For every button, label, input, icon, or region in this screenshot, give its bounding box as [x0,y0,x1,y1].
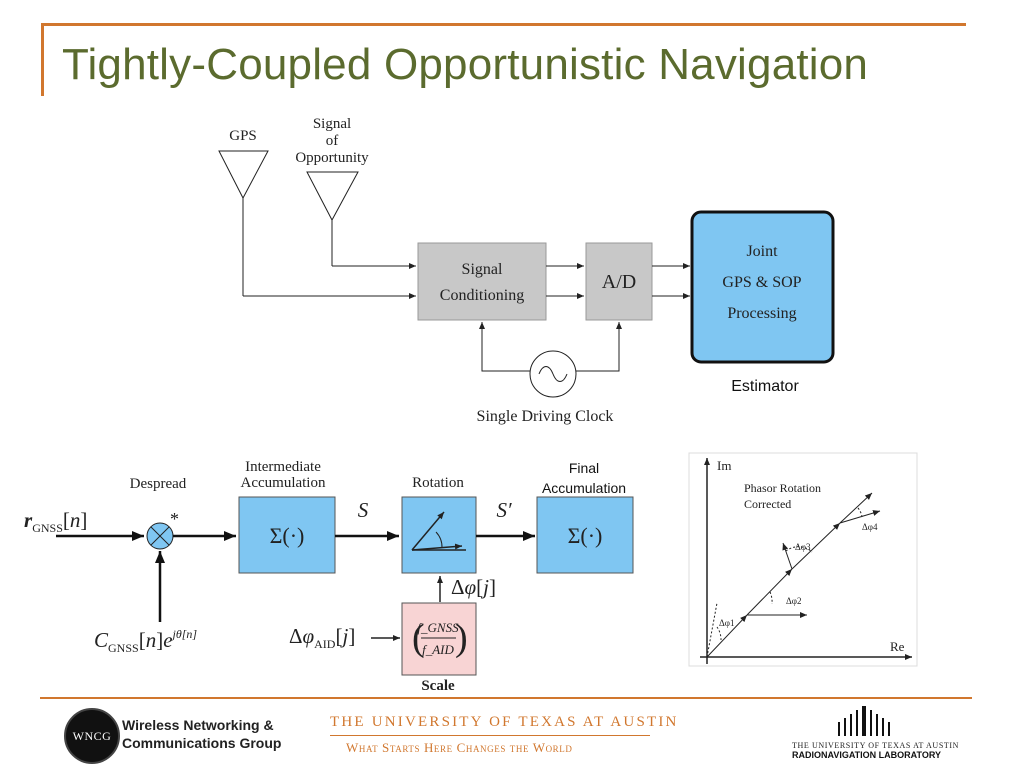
signal-conditioning-line-1: Signal [462,261,503,278]
sop-label-line-3: Opportunity [295,150,369,166]
svg-text:Δφ[j]: Δφ[j] [451,575,496,599]
radionavigation-logo-icon [838,706,890,736]
angle-label-4: Δφ4 [862,522,878,532]
sop-label-line-1: Signal [313,116,351,132]
intermediate-accumulation-block [238,496,336,574]
replica-signal-label: CGNSS[n]ejθ[n] [94,627,197,655]
scale-denominator: f_AID [422,642,454,657]
final-accumulation-block [536,496,634,574]
signal-conditioning-block [417,242,547,321]
phasor-frame [688,452,918,667]
delta-phi-aid-label: ΔφAID[j] [289,624,355,651]
intermediate-sum-symbol: Σ(·) [270,523,305,548]
phasor-title-line-2: Corrected [744,497,791,511]
wncg-name: Wireless Networking & Communications Gro… [122,716,281,752]
slide-title: Tightly-Coupled Opportunistic Navigation [62,40,869,89]
scale-numerator: f_GNSS [417,620,459,635]
ut-austin-name: THE UNIVERSITY OF TEXAS AT AUSTIN [330,714,679,730]
scale-label: Scale [421,678,455,694]
gps-antenna-icon [218,150,269,296]
scale-block [401,602,477,676]
wncg-name-line-1: Wireless Networking & [122,717,274,733]
delta-phi-label: Δφ[j] [451,575,496,599]
final-sum-symbol: Σ(·) [568,523,603,548]
processing-line-2: GPS & SOP [722,274,801,291]
angle-label-3: Δφ3 [795,542,811,552]
title-frame [41,23,966,96]
re-label: Re [890,639,905,654]
svg-text:rGNSS[n]: rGNSS[n] [24,508,87,535]
phasor-title-line-1: Phasor Rotation [744,481,821,495]
intermediate-label-line-2: Accumulation [241,475,326,491]
svg-text:CGNSS[n]ejθ[n]: CGNSS[n]ejθ[n] [94,627,197,655]
processing-line-1: Joint [746,243,778,260]
estimator-label: Estimator [731,378,799,395]
input-signal-label: rGNSS[n] [24,508,87,535]
joint-processing-block [690,210,835,364]
s-prime-label: S′ [496,498,512,522]
wncg-name-line-2: Communications Group [122,735,282,751]
gps-label: GPS [229,128,257,144]
tracking-loop-diagram: rGNSS[n] Despread * CGNSS[n]ejθ[n] Inter… [24,459,634,694]
despread-label: Despread [130,476,187,492]
ut-austin-rule [330,735,650,736]
top-system-diagram: GPS Signal of Opportunity Signal Conditi… [218,116,835,425]
s-label: S [358,498,369,522]
final-label-line-2: Accumulation [542,480,626,496]
phasor-plot: Im Re Phasor Rotation Corrected Δφ1 Δφ2 … [688,452,918,667]
signal-conditioning-line-2: Conditioning [440,287,524,304]
intermediate-label-line-1: Intermediate [245,459,321,475]
sop-antenna-icon [306,171,359,266]
ut-austin-tagline: What Starts Here Changes the World [346,740,573,755]
sop-label-line-2: of [326,133,339,149]
scale-fraction: ( ) f_GNSS f_AID [412,617,468,659]
angle-label-2: Δφ2 [786,596,801,606]
final-label-line-1: Final [569,460,599,476]
oscillator-icon [529,350,577,398]
clock-wiring [479,322,622,372]
phasor-vectors [706,492,881,658]
im-label: Im [717,458,731,473]
angle-label-1: Δφ1 [719,618,734,628]
wncg-logo: WNCG [64,708,120,764]
rnl-university-name: THE UNIVERSITY OF TEXAS AT AUSTIN [792,741,959,750]
footer-rule [40,697,972,699]
sop-label: Signal of Opportunity [295,116,369,166]
ad-converter-block [585,242,653,321]
processing-line-3: Processing [727,305,796,322]
conjugate-mark: * [170,509,179,529]
svg-text:): ) [455,617,468,659]
rotation-label: Rotation [412,475,464,491]
rotation-icon [411,511,466,551]
clock-label: Single Driving Clock [477,408,614,425]
wncg-logo-text: WNCG [72,728,112,743]
svg-text:ΔφAID[j]: ΔφAID[j] [289,624,355,651]
ad-label: A/D [602,271,636,293]
rnl-lab-name: RADIONAVIGATION LABORATORY [792,750,941,760]
svg-text:(: ( [412,617,425,659]
diagram-canvas: GPS Signal of Opportunity Signal Conditi… [24,116,918,694]
